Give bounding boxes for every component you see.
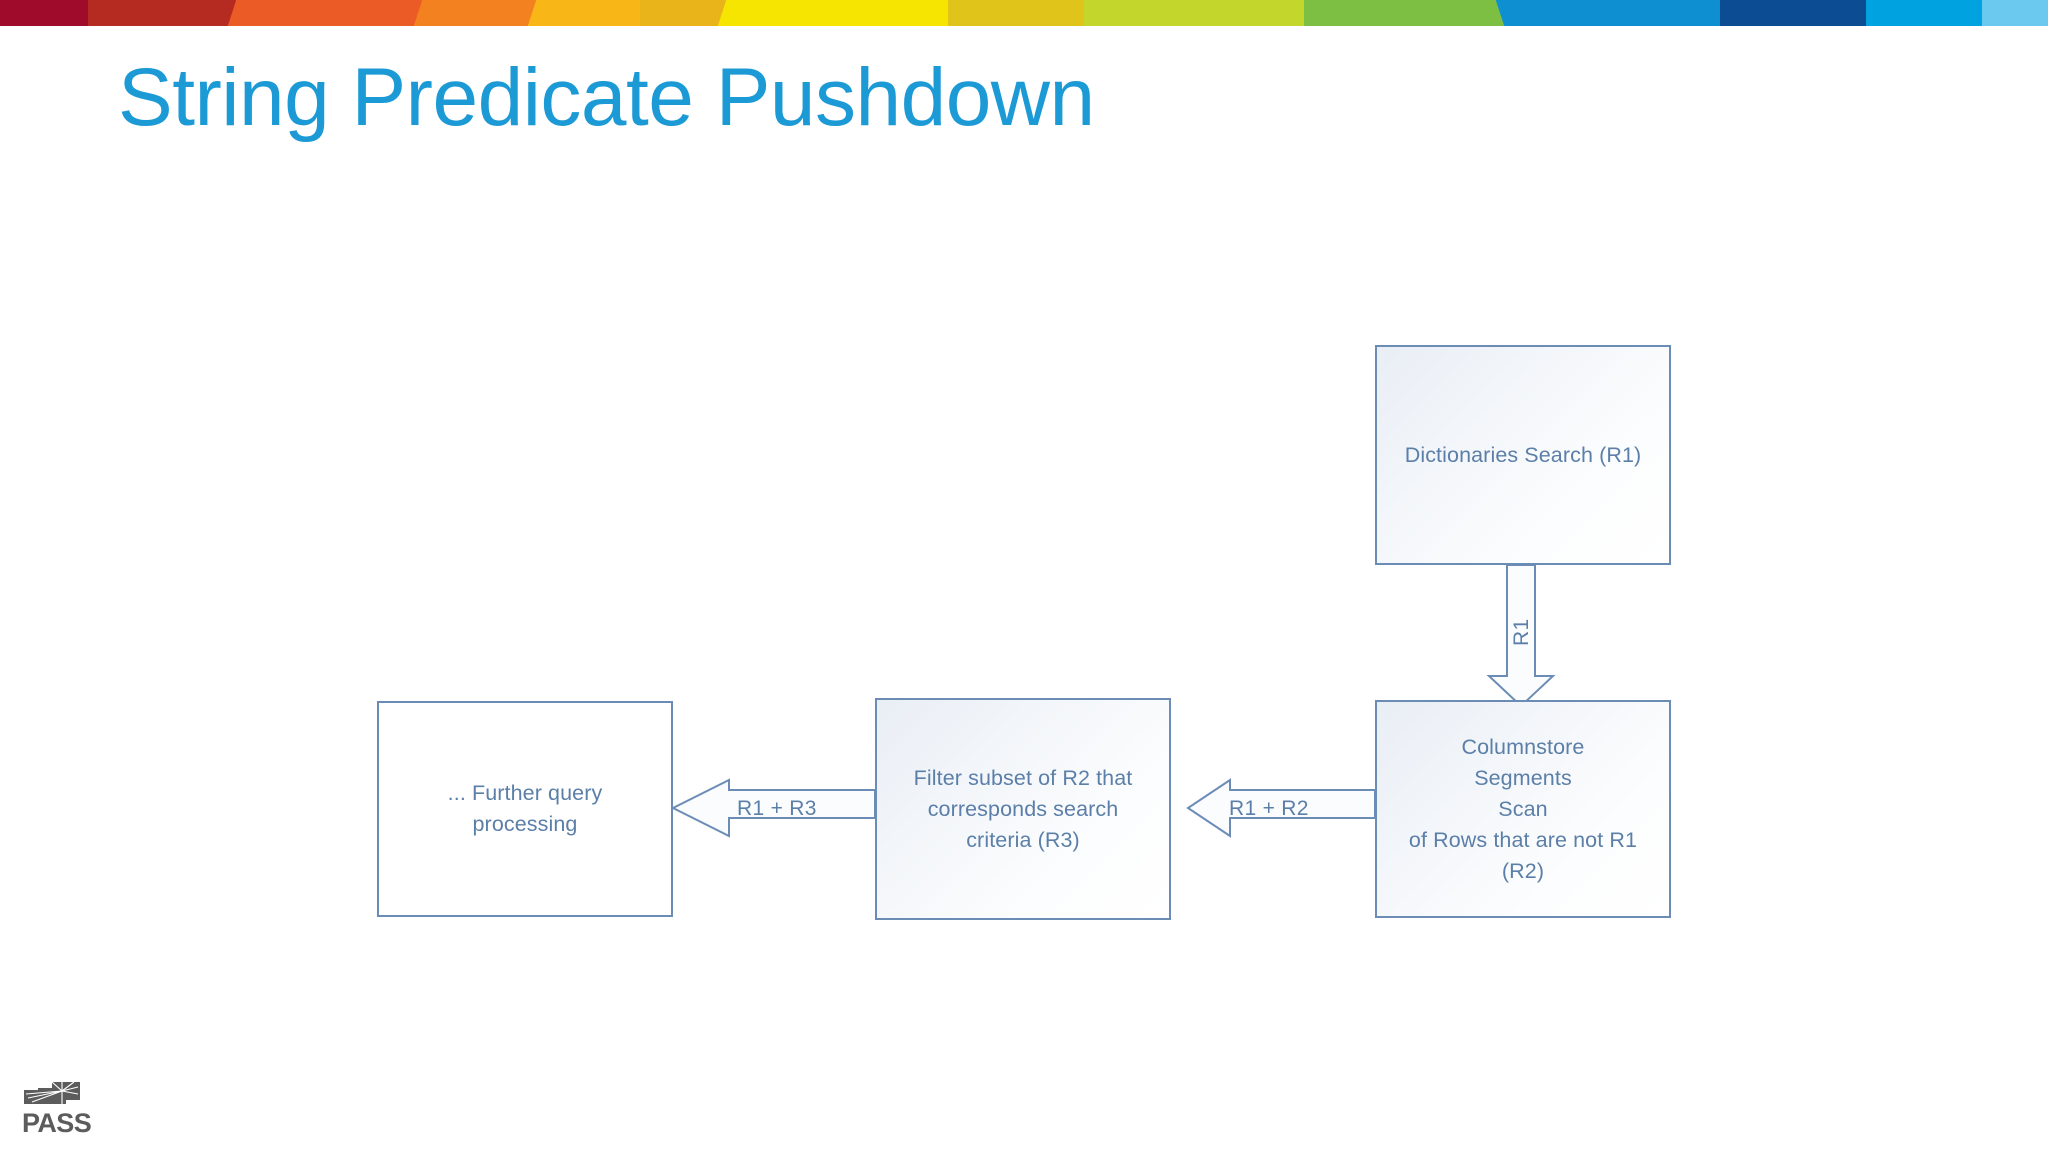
node-label: Columnstore Segments Scan of Rows that a… — [1377, 732, 1669, 887]
node-line: Dictionaries Search (R1) — [1404, 442, 1642, 467]
rainbow-banner — [0, 0, 2048, 26]
node-line: corresponds search — [927, 796, 1119, 821]
node-label: Filter subset of R2 that corresponds sea… — [877, 763, 1169, 856]
banner-segment — [1084, 0, 1308, 26]
banner-segment — [640, 0, 726, 26]
banner-segment — [1304, 0, 1504, 26]
banner-segment — [1866, 0, 1986, 26]
node-line: Filter subset of R2 that — [913, 765, 1133, 790]
pass-logo: PASS — [22, 1078, 92, 1138]
node-line: Columnstore — [1461, 734, 1585, 759]
node-dictionaries-search[interactable]: Dictionaries Search (R1) — [1375, 345, 1671, 565]
banner-segment — [0, 0, 92, 26]
pass-logo-mark — [24, 1080, 80, 1104]
banner-segment — [1982, 0, 2048, 26]
edge-label-r1-r2: R1 + R2 — [1229, 797, 1309, 820]
banner-segment — [88, 0, 236, 26]
node-line: Scan — [1498, 796, 1548, 821]
node-line: of Rows that are not R1 — [1408, 827, 1638, 852]
node-further-processing[interactable]: ... Further query processing — [377, 701, 673, 917]
node-line: ... Further query — [447, 781, 603, 805]
edge-label-r1: R1 — [1510, 618, 1533, 646]
edge-label-r1-r3: R1 + R3 — [737, 797, 817, 820]
node-label: Dictionaries Search (R1) — [1377, 440, 1669, 471]
page-title: String Predicate Pushdown — [118, 52, 1095, 143]
banner-segment — [948, 0, 1088, 26]
node-filter-subset[interactable]: Filter subset of R2 that corresponds sea… — [875, 698, 1171, 920]
node-line: Segments — [1474, 765, 1572, 790]
pass-logo-text: PASS — [22, 1108, 92, 1138]
node-label: ... Further query processing — [379, 778, 671, 840]
node-line: (R2) — [1501, 858, 1545, 883]
banner-segment — [1720, 0, 1870, 26]
node-line: criteria (R3) — [966, 827, 1080, 852]
node-columnstore-scan[interactable]: Columnstore Segments Scan of Rows that a… — [1375, 700, 1671, 918]
node-line: processing — [472, 812, 578, 836]
